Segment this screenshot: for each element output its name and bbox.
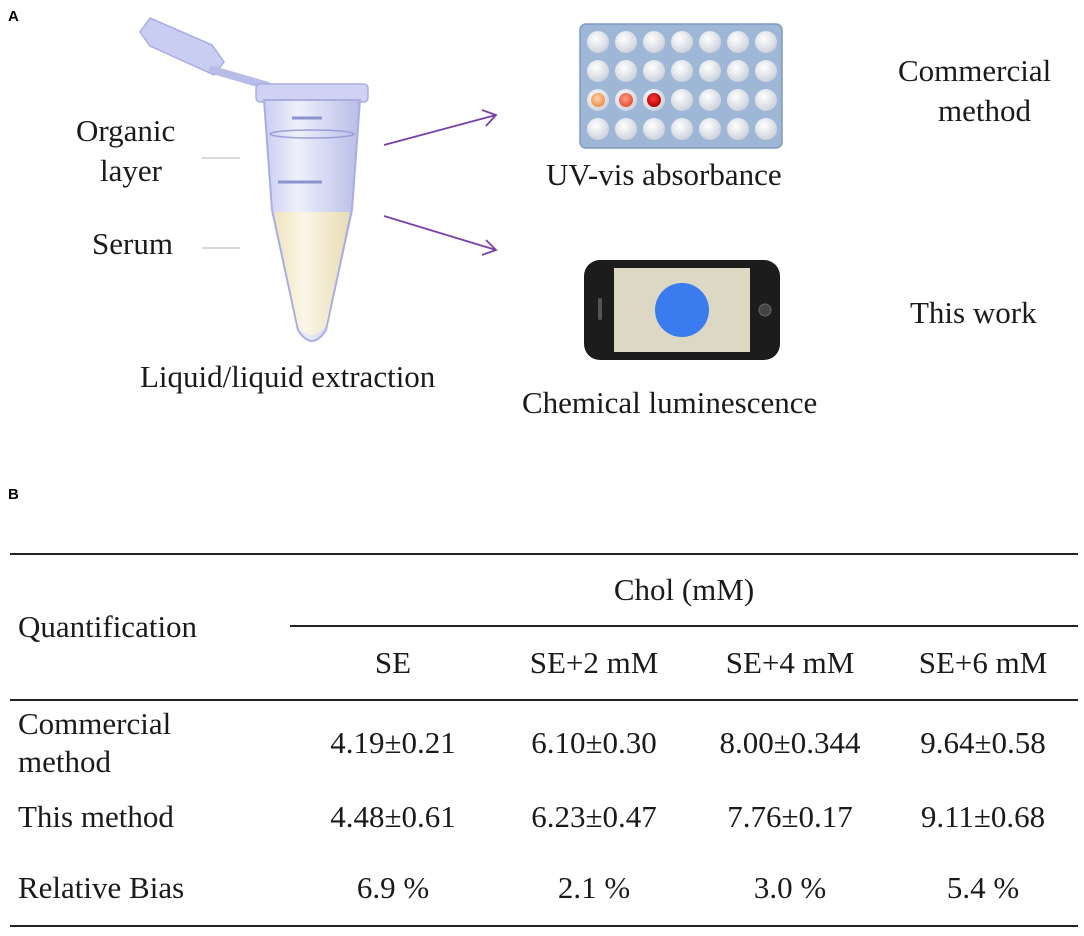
row-label: Relative Bias [18,869,185,905]
phone-caption: Chemical luminescence [522,385,818,420]
serum-label: Serum [92,226,173,261]
well-plate [579,23,783,149]
plate-caption: UV-vis absorbance [546,157,782,192]
commercial-method-label-line1: Commercial [898,53,1052,88]
group-header-chol: Chol (mM) [290,554,1078,627]
table-cell: 6.9 % [356,869,430,905]
panel-b-tag: B [8,486,19,503]
microcentrifuge-tube [255,83,369,342]
results-table: Quantification Chol (mM) SE SE+2 mM SE+4… [10,553,1078,927]
sample-well-medium [619,93,633,107]
row-label: This method [18,799,174,834]
tube-caption: Liquid/liquid extraction [140,359,436,394]
column-header: SE [374,645,412,680]
table-cell: 9.64±0.58 [920,724,1046,760]
table-cell: 6.23±0.47 [531,799,657,834]
arrow-to-plate [383,109,498,146]
table-cell: 8.00±0.344 [719,724,861,760]
sample-well-dark [647,93,661,107]
sample-well-light [591,93,605,107]
organic-layer-label-line1: Organic [76,113,176,148]
row-label: Commercial method [10,700,290,784]
row-label-line: method [18,743,111,779]
column-header: SE+2 mM [529,645,659,680]
table-header-row-2: SE SE+2 mM SE+4 mM SE+6 mM [10,626,1078,700]
table-cell: 4.48±0.61 [330,799,456,834]
table-cell: 2.1 % [557,869,631,905]
table-cell: 4.19±0.21 [330,724,456,760]
row-header-quantification: Quantification [10,554,290,701]
panel-a-tag: A [8,8,19,25]
arrow-to-phone [383,215,498,256]
commercial-method-label-line2: method [938,93,1031,128]
table-cell: 3.0 % [753,869,827,905]
column-header: SE+4 mM [725,645,855,680]
table-row: This method 4.48±0.61 6.23±0.47 7.76±0.1… [10,784,1078,850]
table-cell: 7.76±0.17 [727,799,853,834]
organic-layer-label-line2: layer [100,153,162,188]
row-label-line: Commercial [18,705,172,741]
panel-a-illustration [139,17,783,360]
column-header: SE+6 mM [918,645,1048,680]
this-work-label: This work [910,295,1037,330]
smartphone [584,260,780,360]
table-cell: 9.11±0.68 [920,799,1046,834]
luminescence-dot [655,283,709,337]
tube-lid [139,17,272,90]
table-cell: 5.4 % [946,869,1020,905]
table-row: Relative Bias 6.9 % 2.1 % 3.0 % 5.4 % [10,850,1078,926]
table-row: Commercial method 4.19±0.21 6.10±0.30 8.… [10,700,1078,784]
table-cell: 6.10±0.30 [531,724,657,760]
table-header-row-1: Quantification Chol (mM) [10,554,1078,701]
